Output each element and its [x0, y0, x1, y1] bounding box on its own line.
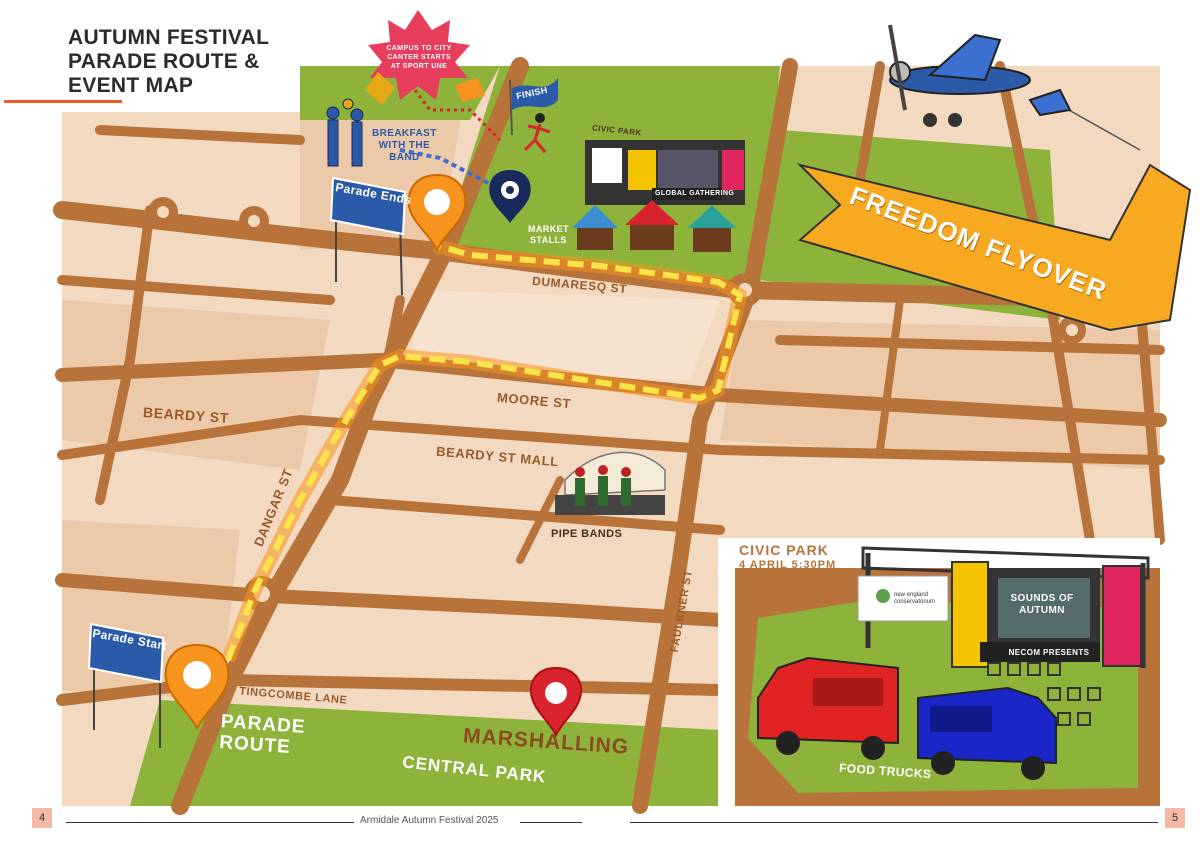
leaf-decoration	[365, 72, 395, 105]
title-underline	[4, 100, 122, 103]
footer-rule-middle	[520, 822, 582, 823]
city-block	[410, 290, 720, 380]
page-title-line2: PARADE ROUTE &	[68, 50, 260, 73]
pipe-bands-label: PIPE BANDS	[551, 528, 623, 540]
breakfast-pin-icon	[489, 170, 531, 223]
stage-title-line2: AUTUMN	[1019, 605, 1065, 616]
parade-start-sign	[87, 622, 165, 748]
roundabouts	[148, 197, 1086, 612]
page-number-right: 5	[1165, 808, 1185, 828]
pipe-bands-stage-icon	[555, 451, 666, 515]
footer-rule-right	[630, 822, 1158, 823]
inset-title: CIVIC PARK	[739, 542, 829, 558]
breakfast-label-line3: BAND	[389, 152, 420, 163]
flyover-banner	[796, 163, 1192, 332]
breakfast-label: BREAKFAST WITH THE BAND	[372, 128, 437, 164]
page-title-line3: EVENT MAP	[68, 74, 194, 97]
blue-food-truck-icon	[917, 686, 1057, 780]
market-label-line2: STALLS	[530, 235, 567, 245]
leaf-decoration	[455, 78, 485, 102]
finish-flag-icon	[509, 78, 558, 136]
parade-start-pin-icon	[164, 643, 230, 731]
leaf-label-line2: CANTER STARTS	[387, 54, 451, 61]
stage-title-line1: SOUNDS OF	[1010, 593, 1074, 604]
market-label-line1: MARKET	[528, 224, 569, 234]
footer-publication: Armidale Autumn Festival 2025	[360, 815, 499, 826]
breakfast-label-line2: WITH THE	[378, 140, 431, 151]
conservatorium-logo-icon	[876, 589, 890, 603]
central-park-area	[130, 700, 720, 806]
runner-icon	[523, 113, 551, 153]
page-number-left: 4	[32, 808, 52, 828]
leaf-label-line3: AT SPORT UNE	[390, 63, 448, 70]
maple-leaf-icon	[368, 10, 470, 100]
red-food-truck-icon	[757, 656, 899, 760]
inset-map	[735, 546, 1160, 806]
civic-stage-icon	[585, 140, 745, 205]
conservatorium-label-line1: new england	[894, 592, 929, 598]
parade-route-label: PARADE ROUTE	[219, 711, 307, 759]
conservatorium-label-line2: conservatorium	[894, 599, 936, 605]
conservatorium-sign	[857, 575, 949, 622]
leaf-label-line1: CAMPUS TO CITY	[386, 45, 452, 52]
canter-path	[413, 89, 502, 142]
title-block: AUTUMN FESTIVAL PARADE ROUTE & EVENT MAP	[0, 0, 300, 112]
market-tents-icon	[572, 200, 736, 252]
civic-park-inset: CIVIC PARK 4 APRIL 5:30PM SOUNDS OF AUTU…	[718, 538, 1160, 808]
market-stalls-label: MARKET STALLS	[528, 224, 569, 246]
page-title-line1: AUTUMN FESTIVAL	[68, 26, 270, 49]
parade-ends-sign	[329, 176, 407, 296]
global-gathering-label: GLOBAL GATHERING	[655, 190, 735, 197]
footer-rule-left	[66, 822, 354, 823]
marshalling-pin-icon	[530, 666, 582, 738]
audience-seats-icon	[987, 662, 1101, 726]
necom-label: NECOM PRESENTS	[1008, 648, 1090, 657]
breakfast-label-line1: BREAKFAST	[372, 128, 437, 139]
inset-date: 4 APRIL 5:30PM	[739, 559, 837, 571]
conservatorium-label: new england conservatorium	[894, 592, 935, 606]
city-block	[720, 320, 1160, 470]
breakfast-path	[399, 148, 493, 187]
stage-title: SOUNDS OF AUTUMN	[996, 593, 1088, 617]
parade-ends-pin-icon	[407, 173, 467, 253]
tow-line	[1059, 104, 1141, 151]
band-musicians-icon	[326, 98, 364, 167]
airplane-icon	[888, 24, 1072, 127]
leaf-label: CAMPUS TO CITY CANTER STARTS AT SPORT UN…	[382, 44, 456, 71]
parade-route-dashes	[225, 242, 743, 662]
